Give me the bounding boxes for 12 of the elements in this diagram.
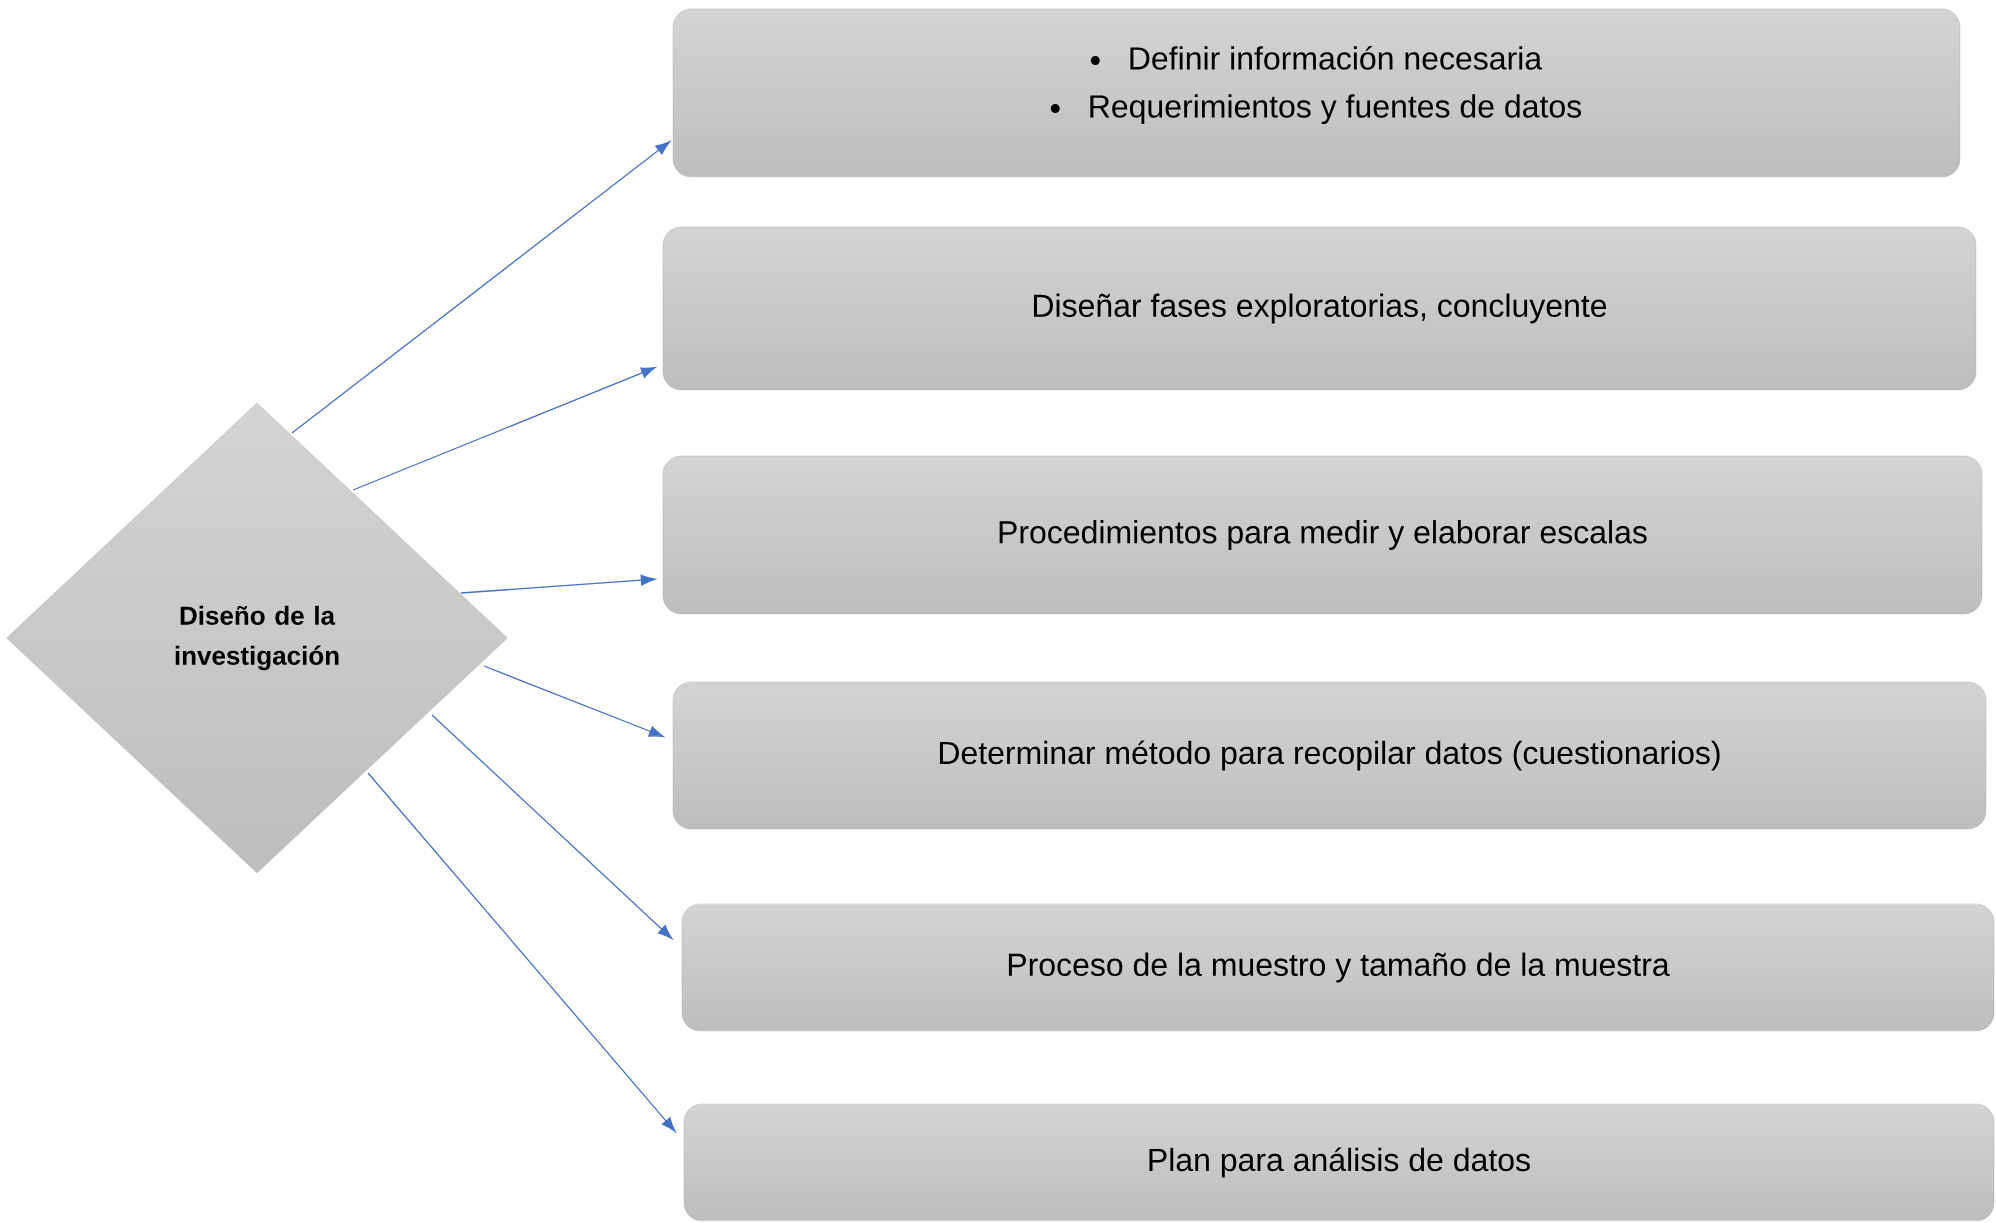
process-box: Procedimientos para medir y elaborar escalas [662, 455, 1983, 615]
arrow [460, 574, 656, 594]
process-box: Determinar método para recopilar datos (cuestionarios) [672, 681, 1987, 830]
process-box: Definir información necesaria Requerimientos y fuentes de datos [672, 8, 1961, 178]
process-box: Proceso de la muestro y tamaño de la muestra [681, 903, 1995, 1032]
process-box: Plan para análisis de datos [683, 1103, 1995, 1222]
arrow [431, 714, 673, 940]
arrow [352, 366, 656, 491]
arrow [483, 665, 664, 738]
arrow [367, 772, 676, 1132]
process-box: Diseñar fases exploratorias, concluyente [662, 226, 1977, 391]
arrow [291, 141, 671, 434]
